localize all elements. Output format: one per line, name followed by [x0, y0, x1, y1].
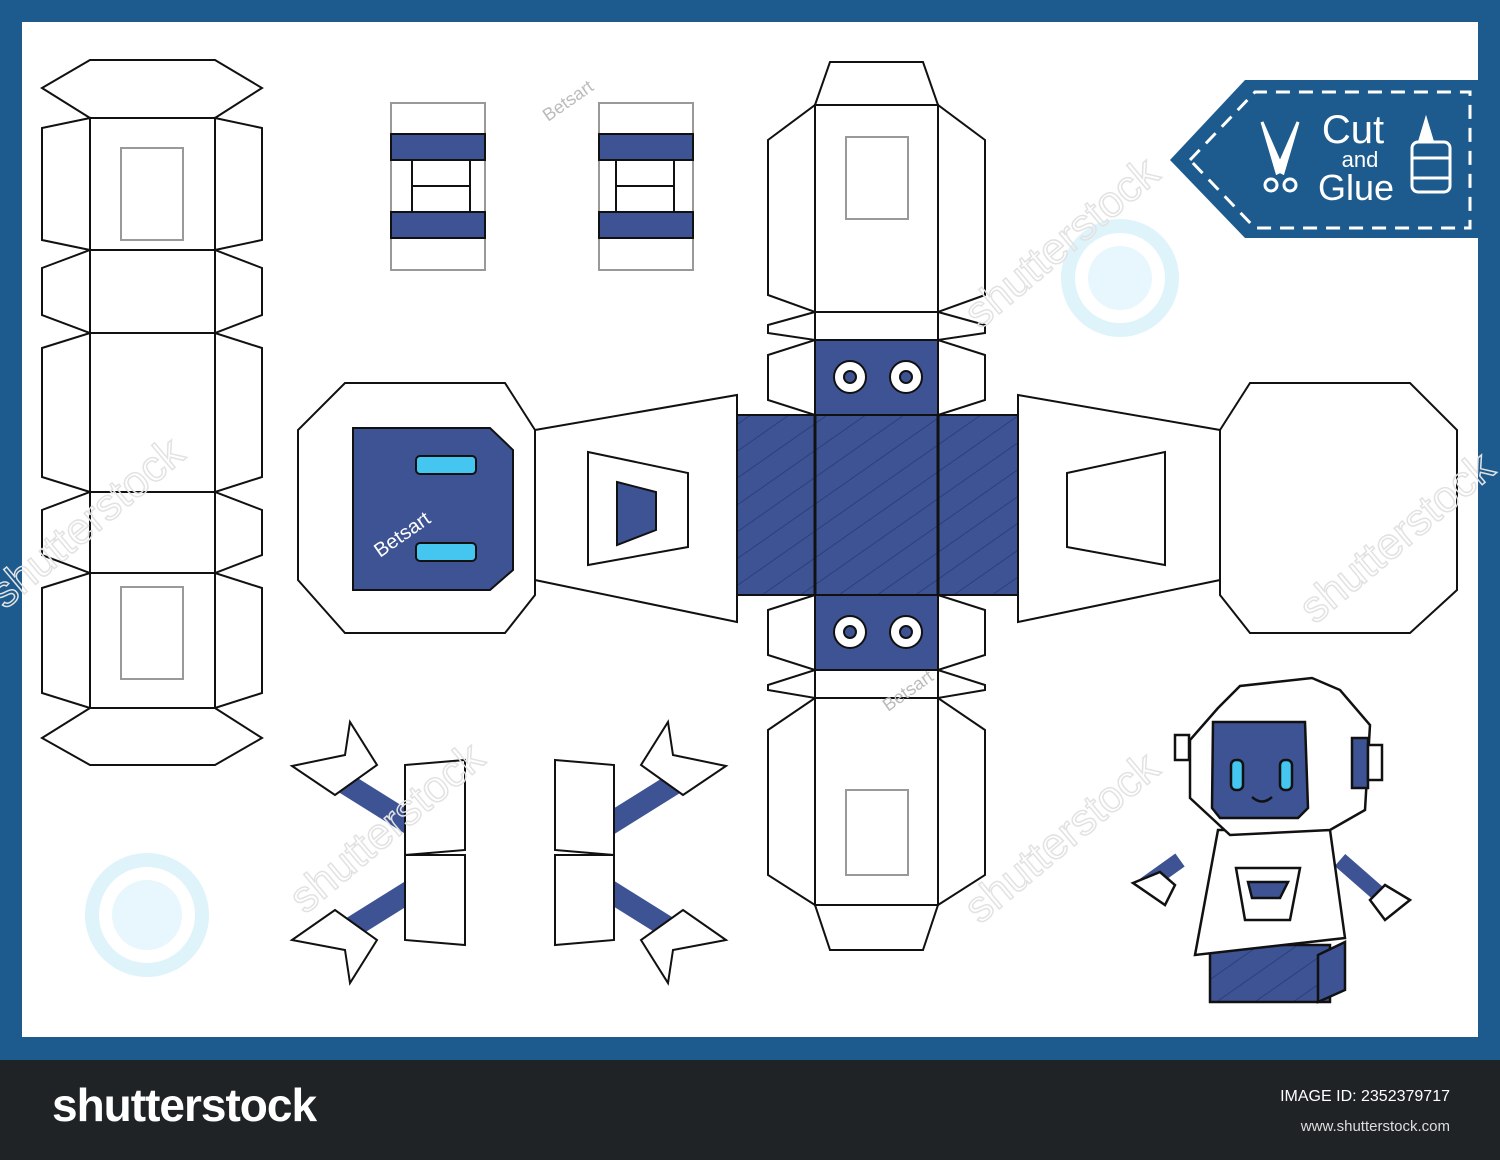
head-piece-right	[1017, 382, 1458, 634]
gear-icons	[833, 360, 923, 649]
body-strip-piece	[40, 59, 264, 766]
site-url[interactable]: www.shutterstock.com	[1300, 1118, 1450, 1135]
badge-and-text: and	[1342, 147, 1379, 172]
arm-pieces	[289, 719, 729, 986]
assembled-robot-preview	[1130, 676, 1413, 1004]
scissors-icon	[1260, 121, 1300, 193]
watermark-circle	[1061, 219, 1179, 337]
shutterstock-logo[interactable]: shutterstock	[52, 1079, 317, 1131]
badge-glue-text: Glue	[1318, 167, 1394, 208]
cut-and-glue-badge: Cut and Glue	[1170, 80, 1478, 238]
head-piece-left	[297, 382, 738, 634]
badge-cut-text: Cut	[1322, 108, 1384, 152]
footer-bar: shutterstock IMAGE ID: 2352379717 www.sh…	[0, 1060, 1500, 1160]
paper-craft-illustration: Cut and Glue Betsart Betsart Betsart shu…	[0, 0, 1500, 1060]
watermark-circle	[85, 853, 209, 977]
main-body-cross-piece	[734, 61, 1019, 951]
glue-bottle-icon	[1410, 114, 1452, 194]
image-id: IMAGE ID: 2352379717	[1280, 1088, 1450, 1105]
small-base-pieces	[390, 102, 694, 271]
